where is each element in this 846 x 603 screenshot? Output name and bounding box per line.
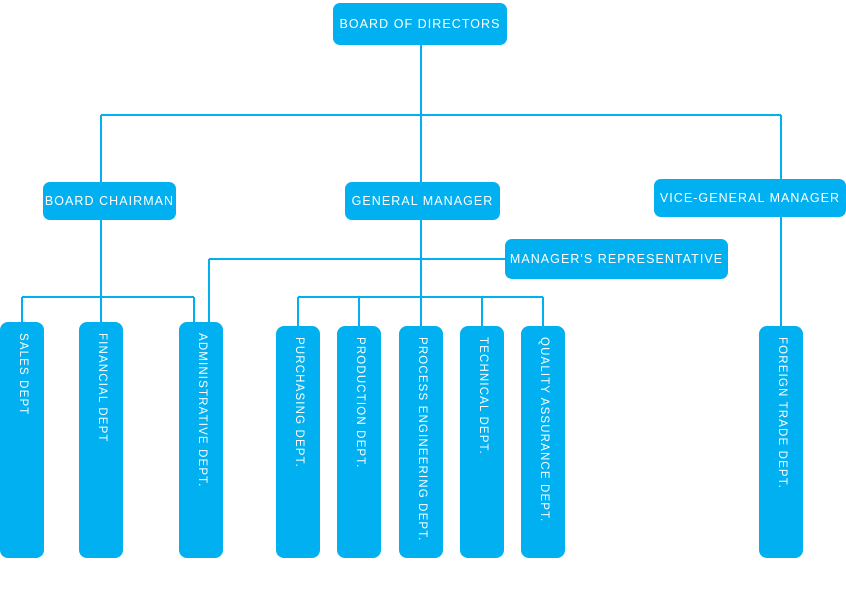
- node-quality-assurance-dept[interactable]: QUALITY ASSURANCE DEPT.: [521, 326, 565, 558]
- node-label-process-engineering-dept: PROCESS ENGINEERING DEPT.: [415, 337, 428, 542]
- node-label-sales-dept: SALES DEPT: [16, 333, 29, 416]
- node-label-general-manager: GENERAL MANAGER: [351, 193, 494, 208]
- node-purchasing-dept[interactable]: PURCHASING DEPT.: [276, 326, 320, 558]
- node-board-of-directors[interactable]: BOARD OF DIRECTORS: [333, 3, 507, 45]
- node-process-engineering-dept[interactable]: PROCESS ENGINEERING DEPT.: [399, 326, 443, 558]
- node-financial-dept[interactable]: FINANCIAL DEPT: [79, 322, 123, 558]
- node-label-vice-general-manager: VICE-GENERAL MANAGER: [659, 190, 841, 205]
- node-label-production-dept: PRODUCTION DEPT.: [353, 337, 366, 469]
- node-technical-dept[interactable]: TECHNICAL DEPT.: [460, 326, 504, 558]
- node-general-manager[interactable]: GENERAL MANAGER: [345, 182, 500, 220]
- node-label-board-of-directors: BOARD OF DIRECTORS: [339, 16, 501, 31]
- node-sales-dept[interactable]: SALES DEPT: [0, 322, 44, 558]
- node-foreign-trade-dept[interactable]: FOREIGN TRADE DEPT.: [759, 326, 803, 558]
- node-label-foreign-trade-dept: FOREIGN TRADE DEPT.: [775, 337, 788, 489]
- node-vice-general-manager[interactable]: VICE-GENERAL MANAGER: [654, 179, 846, 217]
- node-production-dept[interactable]: PRODUCTION DEPT.: [337, 326, 381, 558]
- node-managers-representative[interactable]: MANAGER'S REPRESENTATIVE: [505, 239, 728, 279]
- node-label-board-chairman: BOARD CHAIRMAN: [44, 193, 175, 208]
- node-label-purchasing-dept: PURCHASING DEPT.: [292, 337, 305, 468]
- node-label-quality-assurance-dept: QUALITY ASSURANCE DEPT.: [537, 337, 550, 523]
- node-administrative-dept[interactable]: ADMINISTRATIVE DEPT.: [179, 322, 223, 558]
- node-board-chairman[interactable]: BOARD CHAIRMAN: [43, 182, 176, 220]
- node-label-administrative-dept: ADMINISTRATIVE DEPT.: [195, 333, 208, 488]
- node-label-technical-dept: TECHNICAL DEPT.: [476, 337, 489, 455]
- node-label-financial-dept: FINANCIAL DEPT: [95, 333, 108, 443]
- node-label-managers-representative: MANAGER'S REPRESENTATIVE: [509, 251, 724, 266]
